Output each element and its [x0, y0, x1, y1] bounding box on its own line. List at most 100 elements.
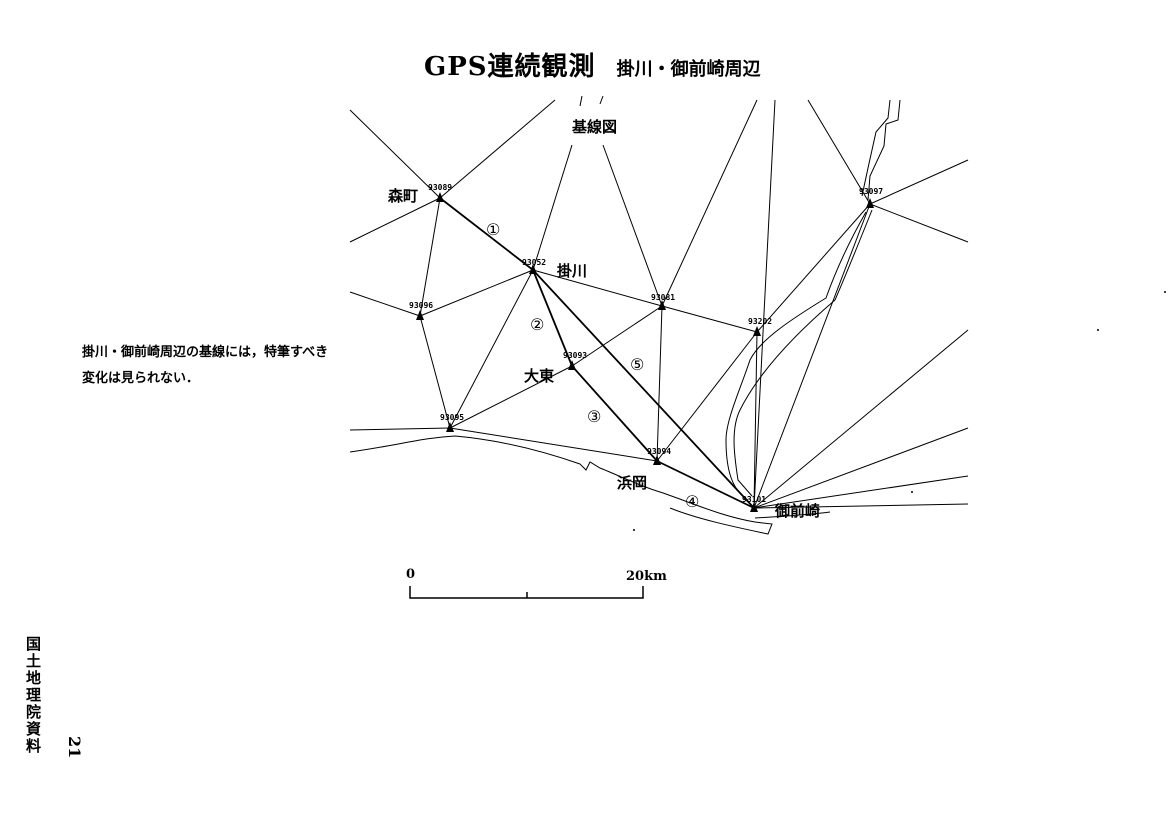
coast-path — [867, 99, 901, 201]
scale-line — [409, 586, 644, 599]
baseline-number-4: ④ — [685, 492, 699, 511]
baseline-1 — [439, 197, 534, 271]
baseline — [449, 269, 534, 429]
speck — [911, 491, 913, 493]
ray-line — [349, 197, 441, 243]
ray-line — [661, 99, 758, 307]
station-93095: 93095 — [440, 413, 464, 432]
speck — [1097, 329, 1099, 331]
ray-line — [753, 329, 969, 509]
baseline — [571, 305, 663, 367]
ray-line — [349, 109, 441, 199]
ray-line — [753, 475, 969, 509]
title-main: GPS連続観測 — [424, 52, 596, 82]
baseline — [656, 305, 663, 462]
station-code: 93097 — [859, 187, 883, 196]
ray-line — [602, 144, 663, 307]
ray-line — [869, 203, 969, 243]
tick-mark — [579, 95, 604, 107]
coast-path — [349, 435, 773, 535]
station-93093: 93093 — [563, 351, 587, 370]
station-93081: 93081 — [651, 293, 675, 310]
observation-note: 掛川・御前崎周辺の基線には，特筆すべき 変化は見られない． — [82, 340, 402, 392]
station-marker-icon — [416, 310, 424, 320]
baseline-number-2: ② — [530, 315, 544, 334]
place-daito: 大東 — [524, 367, 554, 385]
baseline — [656, 331, 758, 462]
coast-path — [754, 511, 831, 519]
ray-line — [753, 99, 776, 509]
note-line-2: 変化は見られない． — [82, 371, 200, 386]
place-omaezaki: 御前崎 — [774, 502, 820, 520]
river-path — [725, 211, 867, 501]
place-names: 基線図 森町 掛川 大東 浜岡 御前崎 — [388, 118, 820, 520]
baseline — [419, 315, 451, 429]
river-path — [733, 209, 873, 497]
station-code: 93101 — [742, 495, 766, 504]
station-93101: 93101 — [742, 495, 766, 512]
ray-line — [349, 427, 451, 431]
speck — [1164, 291, 1166, 293]
station-marker-icon — [658, 300, 666, 310]
coastline — [349, 95, 901, 535]
baseline — [756, 203, 871, 333]
station-marker-icon — [866, 198, 874, 208]
place-morimachi: 森町 — [388, 187, 418, 205]
station-marker-icon — [750, 502, 758, 512]
station-marker-icon — [446, 422, 454, 432]
speck — [633, 529, 635, 531]
ray-line — [532, 144, 573, 271]
coast-path — [861, 99, 891, 197]
baseline — [661, 305, 758, 333]
scale-bar: 0 20km — [406, 567, 667, 599]
title-sub: 掛川・御前崎周辺 — [616, 59, 761, 80]
station-93202: 93202 — [748, 317, 772, 336]
place-hamaoka: 浜岡 — [617, 474, 647, 492]
station-marker-icon — [568, 360, 576, 370]
station-code: 93089 — [428, 183, 452, 192]
station-code: 93095 — [440, 413, 464, 422]
baseline-number-5: ⑤ — [630, 355, 644, 374]
baseline — [532, 269, 663, 307]
station-marker-icon — [653, 455, 661, 465]
baseline — [419, 197, 441, 317]
page-number: 21 — [65, 736, 84, 759]
station-marker-icon — [529, 264, 537, 274]
baseline — [449, 365, 573, 429]
map-label: 基線図 — [571, 118, 617, 136]
baseline — [753, 331, 758, 509]
network-lines — [349, 99, 969, 509]
baseline-4 — [656, 460, 755, 509]
station-marker-icon — [753, 326, 761, 336]
specks — [633, 291, 1166, 531]
baseline-5 — [532, 269, 755, 509]
baseline-3 — [571, 365, 658, 462]
station-93097: 93097 — [859, 187, 883, 208]
ray-line — [439, 99, 556, 199]
station-93052: 93052 — [522, 258, 546, 274]
station-code: 93202 — [748, 317, 772, 326]
baseline-2 — [532, 269, 573, 367]
baseline — [753, 203, 871, 509]
ray-line — [807, 99, 871, 205]
source-org: 国土地理院資料 — [24, 636, 42, 755]
station-code: 93052 — [522, 258, 546, 267]
page-title: GPS連続観測 掛川・御前崎周辺 — [424, 46, 761, 83]
station-code: 93081 — [651, 293, 675, 302]
baseline-number-3: ③ — [587, 407, 601, 426]
stations: 93089 93052 93096 93081 93093 93202 9309… — [409, 183, 883, 512]
station-93094: 93094 — [647, 447, 671, 465]
station-code: 93093 — [563, 351, 587, 360]
ray-line — [753, 503, 969, 509]
ray-line — [869, 159, 969, 205]
baseline-number-1: ① — [486, 220, 500, 239]
station-marker-icon — [436, 192, 444, 202]
baseline-numbers: ① ② ③ ④ ⑤ — [486, 220, 699, 511]
scale-end-label: 20km — [626, 569, 667, 584]
place-kakegawa: 掛川 — [557, 262, 587, 280]
station-code: 93094 — [647, 447, 671, 456]
station-93096: 93096 — [409, 301, 433, 320]
station-93089: 93089 — [428, 183, 452, 202]
ray-line — [753, 427, 969, 509]
